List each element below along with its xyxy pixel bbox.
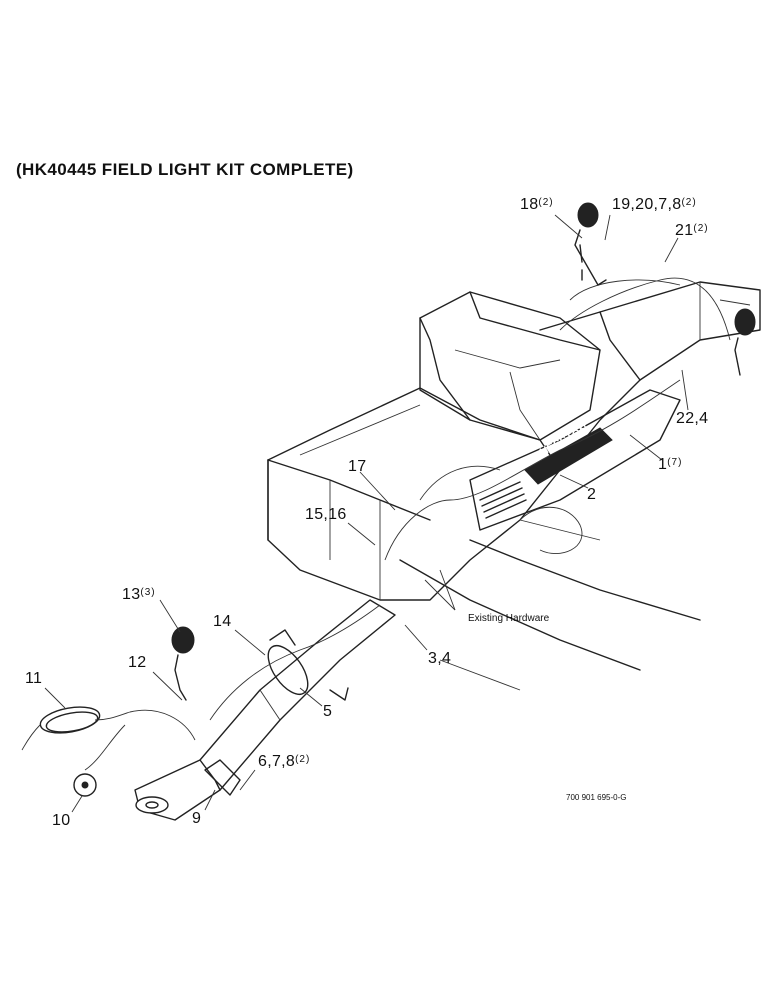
callout-12: 12 [128,654,147,671]
callout-5: 5 [323,703,333,720]
callout-21: 21(2) [675,222,709,239]
callout-15: 15,16 [305,506,347,523]
callout-6: 6,7,8(2) [258,753,311,770]
part-number: 700 901 695-0-G [566,793,627,802]
callout-22: 22,4 [676,410,709,427]
callout-17: 17 [348,458,367,475]
wiring-harness [21,277,731,771]
callout-1: 1(7) [658,456,683,473]
header-body [267,281,761,691]
tongue [134,599,396,821]
existing-hardware-label: Existing Hardware [468,613,550,624]
callout-11: 11 [25,670,43,687]
callout-13: 13(3) [122,586,156,603]
callout-10: 10 [52,812,71,829]
leader-lines [44,214,689,813]
diagram-title: (HK40445 FIELD LIGHT KIT COMPLETE) [16,160,354,179]
callout-2: 2 [587,486,597,503]
callout-14: 14 [213,613,232,630]
callout-9: 9 [192,810,202,827]
callout-18: 18(2) [520,196,554,213]
lights [73,202,756,797]
callout-19: 19,20,7,8(2) [612,196,697,213]
callout-3: 3,4 [428,650,452,667]
